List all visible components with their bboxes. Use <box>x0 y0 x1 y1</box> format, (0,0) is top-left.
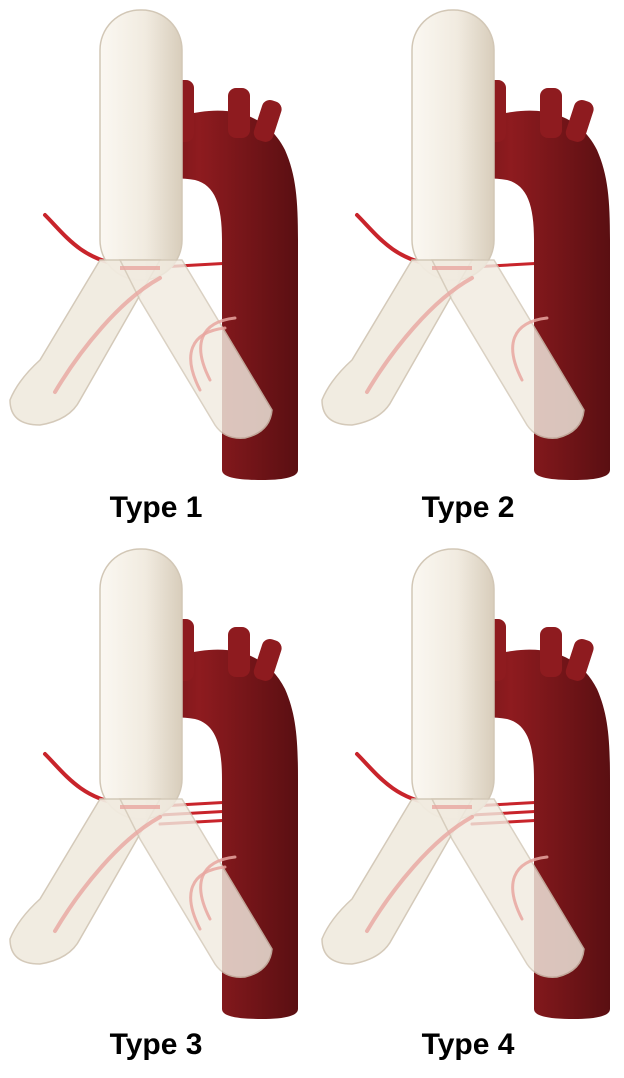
trachea <box>412 549 494 819</box>
panel-type-4: Type 4 <box>312 539 624 1078</box>
type-label: Type 4 <box>312 1030 624 1060</box>
anatomy-illustration <box>312 0 624 539</box>
type-label: Type 1 <box>0 493 312 523</box>
trachea <box>100 10 182 280</box>
arch-branch <box>228 627 250 677</box>
anatomy-illustration <box>0 539 312 1078</box>
arch-branch <box>228 88 250 138</box>
type-label: Type 3 <box>0 1030 312 1060</box>
arch-branch <box>540 627 562 677</box>
trachea <box>100 549 182 819</box>
anatomy-illustration <box>312 539 624 1078</box>
panel-type-3: Type 3 <box>0 539 312 1078</box>
trachea <box>412 10 494 280</box>
panel-type-1: Type 1 <box>0 0 312 539</box>
panel-type-2: Type 2 <box>312 0 624 539</box>
arch-branch <box>540 88 562 138</box>
anatomy-illustration <box>0 0 312 539</box>
type-label: Type 2 <box>312 493 624 523</box>
